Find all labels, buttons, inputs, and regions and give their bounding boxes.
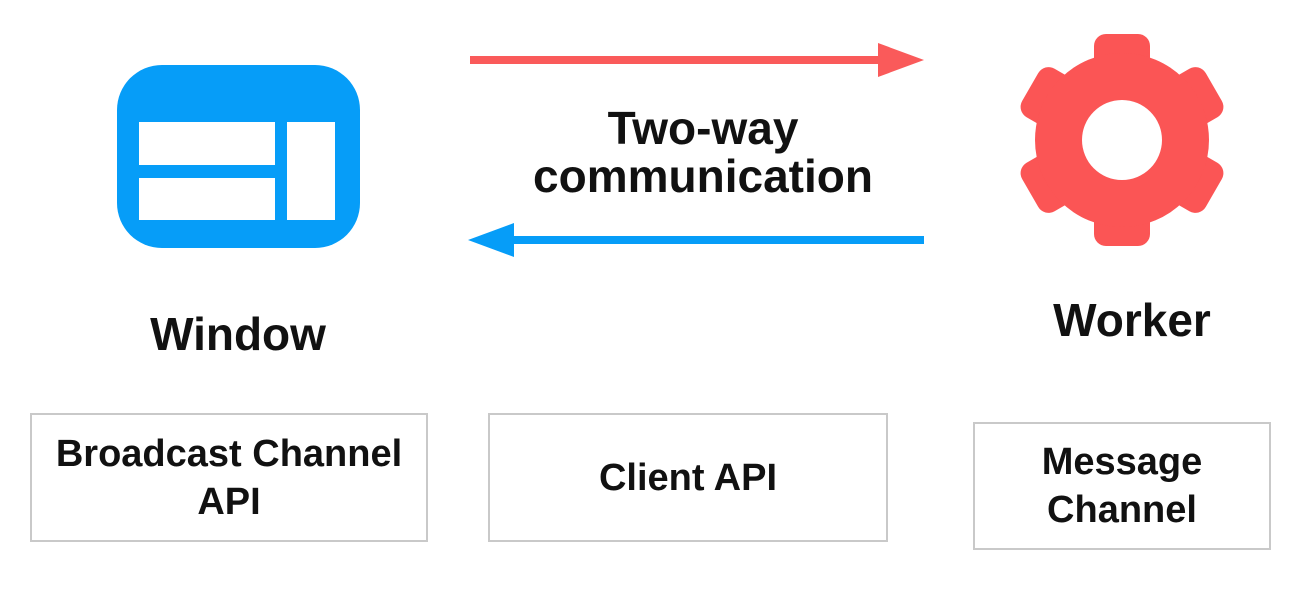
channel-box-message-channel: Message Channel	[973, 422, 1271, 550]
window-content-bar-bottom	[139, 178, 275, 220]
channel-box-client-api: Client API	[488, 413, 888, 542]
channel-box-label: Client API	[598, 456, 778, 499]
window-content-bar-top	[139, 122, 275, 165]
window-node-label: Window	[150, 308, 326, 360]
gear-icon	[1016, 34, 1228, 246]
window-sidebar-pane	[287, 122, 335, 220]
channel-box-broadcast-channel-api: Broadcast Channel API	[30, 413, 428, 542]
connection-label: Two-way communication	[443, 104, 963, 200]
connection-label-line2: communication	[533, 150, 873, 202]
browser-window-icon	[117, 65, 360, 248]
arrow-right-icon	[466, 40, 926, 80]
arrow-left-icon	[464, 220, 924, 260]
channel-box-label: Message Channel	[1041, 441, 1203, 531]
worker-node-label: Worker	[1053, 294, 1211, 346]
channel-box-label: Broadcast Channel API	[55, 432, 403, 523]
connection-label-line1: Two-way	[607, 102, 799, 154]
